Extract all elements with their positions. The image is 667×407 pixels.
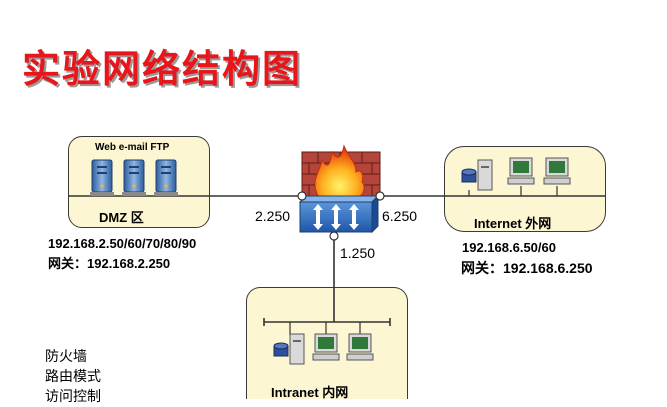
note-item: 路由模式 [45,369,101,385]
internet-workstation-icon [543,157,571,196]
note-item: 访问控制 [45,389,101,405]
dmz-server-icon [154,159,178,196]
port-right-node [375,191,385,201]
internet-gateway-label: 网关：192.168.6.250 [461,260,593,276]
notes-list: 防火墙 路由模式 访问控制 [45,347,101,407]
intranet-workstation-icon [346,322,374,361]
dmz-zone-label: DMZ 区 [99,210,144,225]
fire-icon [314,144,365,197]
dmz-services-label: Web e-mail FTP [95,142,170,153]
port-left-node [297,191,307,201]
internet-zone-label: Internet 外网 [474,216,552,231]
page-title: 实验网络结构图 [22,46,303,91]
intranet-workstation-icon [312,322,340,361]
dmz-gateway-label: 网关：192.168.2.250 [48,256,171,271]
port-right-label: 6.250 [382,208,418,224]
internet-workstation-icon [507,157,535,196]
note-item: 防火墙 [45,349,87,365]
router-icon [298,194,380,234]
dmz-ip-label: 192.168.2.50/60/70/80/90 [48,236,197,251]
internet-ip-label: 192.168.6.50/60 [462,240,556,255]
dmz-server-icon [90,159,114,196]
internet-server-icon [461,159,493,191]
port-bottom-label: 1.250 [340,245,376,261]
dmz-server-icon [122,159,146,196]
port-bottom-node [329,231,339,241]
intranet-zone-label: Intranet 内网 [271,385,349,400]
port-left-label: 2.250 [255,208,291,224]
intranet-server-icon [273,322,305,365]
